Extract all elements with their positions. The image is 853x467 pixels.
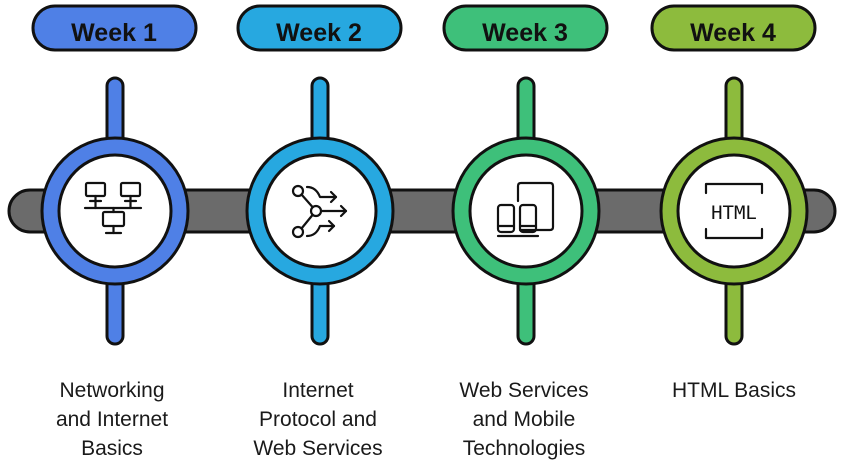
timeline-bar <box>7 188 837 234</box>
week-2-node <box>245 76 395 346</box>
week-4-pill <box>650 4 817 52</box>
week-3-label: Week 3 <box>482 19 568 47</box>
week-1-desc-line: Networking <box>59 379 165 402</box>
week-2-label: Week 2 <box>276 19 362 47</box>
week-3-inner <box>468 153 584 269</box>
protocol-routing-icon <box>291 184 348 239</box>
week-1-desc-line: Basics <box>81 437 143 460</box>
week-4-desc-line: HTML Basics <box>671 379 797 402</box>
week-2-desc-line: Internet <box>282 379 354 402</box>
week-1-node <box>40 76 190 346</box>
week-3-desc-line: and Mobile <box>472 408 576 431</box>
week-2-pill <box>236 4 403 52</box>
svg-text:HTML: HTML <box>711 202 757 224</box>
week-4-label: Week 4 <box>690 19 776 47</box>
week-3-description: Web Services and Mobile Technologies <box>429 376 619 463</box>
network-computers-icon <box>83 181 143 235</box>
week-1-description: Networking and Internet Basics <box>17 376 207 463</box>
week-3-desc-line: Technologies <box>462 437 586 460</box>
week-2-description: Internet Protocol and Web Services <box>223 376 413 463</box>
week-3-node <box>451 76 601 346</box>
week-3-pill <box>442 4 609 52</box>
week-1-desc-line: and Internet <box>55 408 169 431</box>
week-1-pill <box>31 4 198 52</box>
week-3-desc-line: Web Services <box>459 379 589 402</box>
week-1-label: Week 1 <box>71 19 157 47</box>
week-4-node: HTML <box>659 76 809 346</box>
mobile-devices-icon <box>496 181 555 238</box>
week-2-desc-line: Protocol and <box>259 408 377 431</box>
week-2-desc-line: Web Services <box>253 437 383 460</box>
week-4-description: HTML Basics <box>639 376 829 405</box>
html-window-icon: HTML <box>704 182 764 240</box>
